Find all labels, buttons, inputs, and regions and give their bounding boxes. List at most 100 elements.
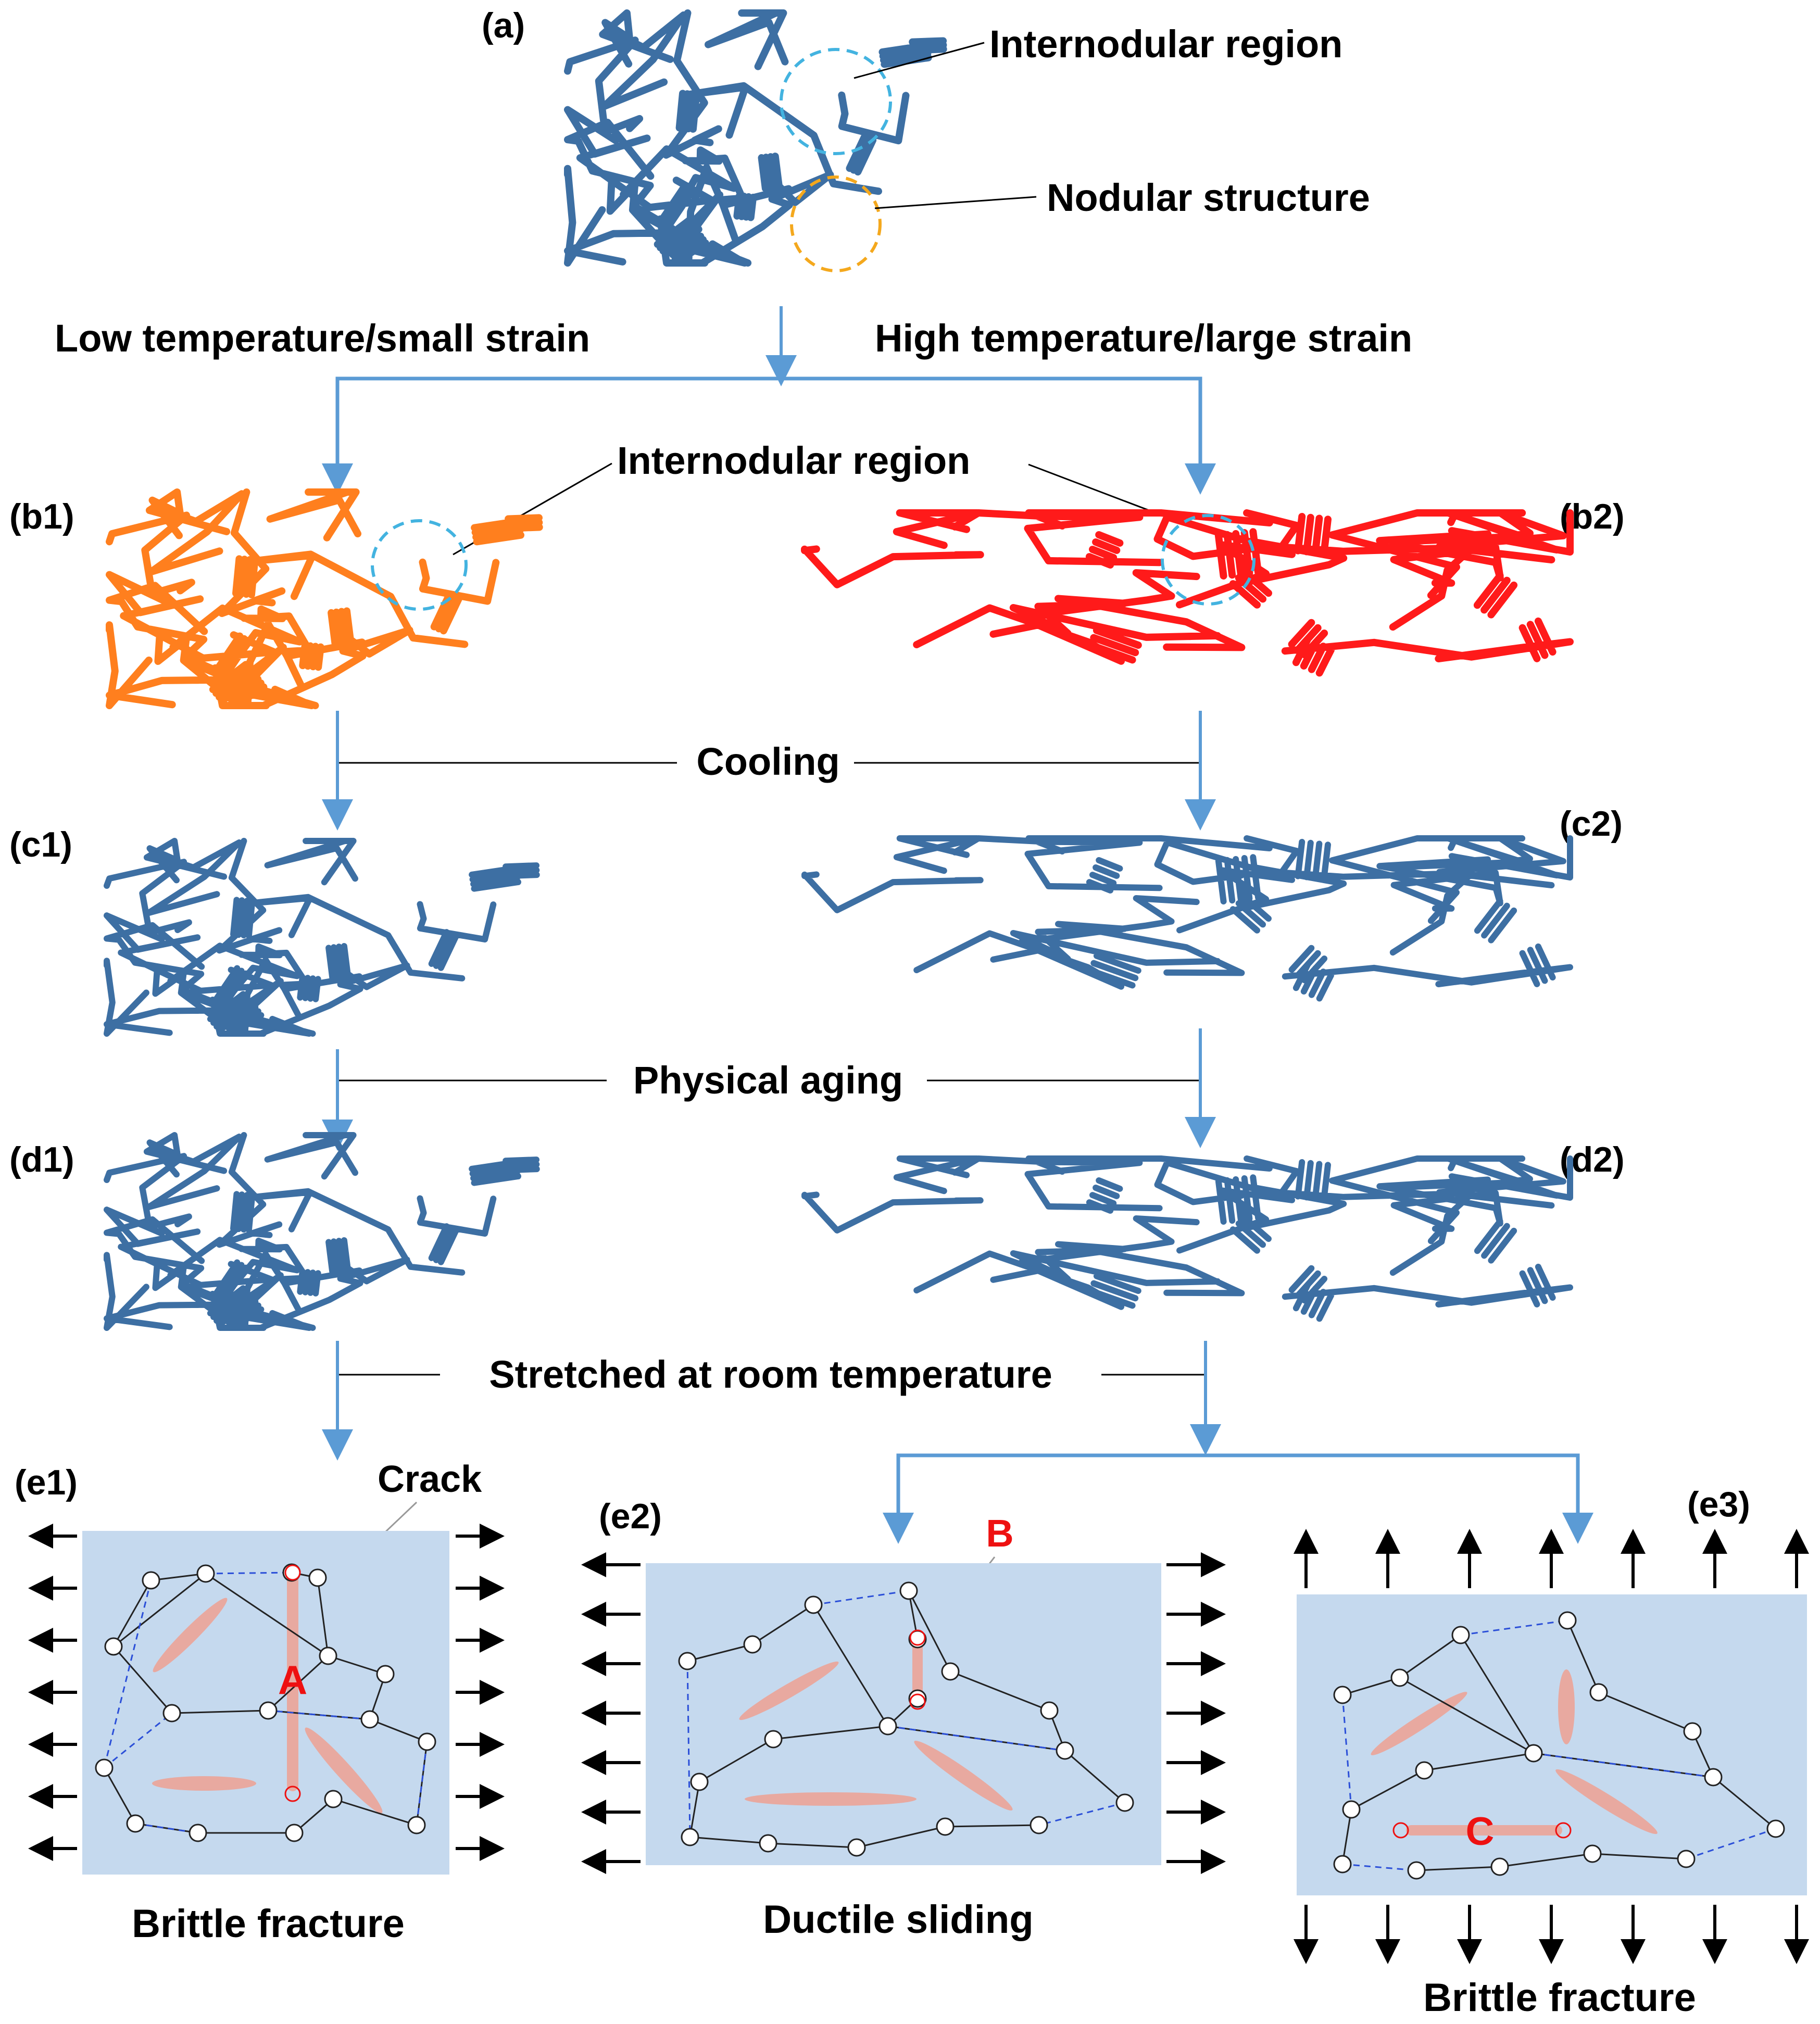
slip-end-top [909, 1629, 926, 1646]
panel-label-b1: (b1) [9, 497, 74, 536]
bead-node [407, 1816, 426, 1834]
bead-node [759, 1834, 777, 1853]
chain-link [812, 1604, 889, 1727]
bead-node [95, 1758, 114, 1777]
label-internodular-region-a: Internodular region [989, 22, 1342, 66]
bead-node [142, 1571, 160, 1590]
bead-node [1451, 1626, 1470, 1644]
highlights-e2 [739, 1635, 1013, 1811]
chain-link [267, 1655, 329, 1712]
polymer-chains [801, 509, 1574, 677]
flow-split-top [335, 376, 1202, 484]
chain-link [773, 1725, 888, 1740]
chain-link [945, 1824, 1039, 1828]
bead-node [1390, 1668, 1409, 1687]
sample-e3 [1297, 1594, 1807, 1895]
chain-network-b1 [106, 488, 543, 709]
bead-node [1040, 1701, 1059, 1720]
chain-link [1566, 1620, 1600, 1693]
chain-link [150, 1573, 206, 1581]
bead-node [878, 1717, 897, 1736]
bead-node [1589, 1683, 1608, 1702]
polymer-chains [106, 488, 543, 709]
weak-link [813, 1590, 909, 1606]
crack-end-left [1392, 1822, 1409, 1839]
flow-split-bottom [896, 1453, 1580, 1528]
weak-link [686, 1661, 691, 1838]
force-arrows-e1-left [28, 1524, 77, 1861]
bead-node [126, 1814, 145, 1833]
bead-node [1030, 1816, 1048, 1834]
label-high-temperature: High temperature/large strain [875, 317, 1412, 360]
chain-link [317, 1577, 329, 1656]
highlights-e3 [1371, 1669, 1658, 1836]
bead-node [1333, 1686, 1352, 1704]
bead-node [743, 1635, 762, 1654]
bead-node [1677, 1850, 1696, 1868]
bead-node [908, 1689, 927, 1708]
chain-link [689, 1836, 769, 1844]
label-crack: Crack [378, 1459, 482, 1500]
bead-node [104, 1637, 123, 1656]
bead-node [285, 1824, 304, 1842]
chain-link [1598, 1691, 1693, 1732]
panel-label-a: (a) [482, 6, 525, 45]
crack-end-bottom [284, 1786, 301, 1802]
bead-node [847, 1838, 866, 1857]
chain-link [1399, 1634, 1461, 1679]
chain-link [1416, 1866, 1500, 1871]
polymer-chains [801, 835, 1573, 1002]
bead-node [1056, 1741, 1074, 1760]
chain-link [1399, 1677, 1534, 1754]
chain-link [1064, 1750, 1125, 1804]
caption-e3: Brittle fracture [1423, 1976, 1696, 2020]
weak-link [1038, 1802, 1125, 1826]
chain-link [205, 1573, 329, 1657]
bead-node [1683, 1722, 1702, 1741]
bead-node [681, 1828, 699, 1846]
leader-internodular-a [853, 42, 985, 79]
chain-link [171, 1709, 269, 1714]
panel-label-e3: (e3) [1687, 1485, 1750, 1524]
chain-link [1342, 1677, 1400, 1696]
caption-e1: Brittle fracture [132, 1902, 405, 1946]
chain-link [333, 1798, 417, 1826]
chain-link [112, 1580, 152, 1647]
bead-node [1583, 1844, 1602, 1863]
bead-node [1490, 1857, 1509, 1876]
polymer-chains [801, 1155, 1573, 1322]
sample-e2 [646, 1563, 1161, 1865]
caption-e2: Ductile sliding [763, 1897, 1033, 1942]
leader-nodular-a [874, 196, 1037, 209]
polymer-chains [104, 1132, 540, 1331]
chain-network-c2 [801, 835, 1573, 1002]
internodular-circle-a [780, 48, 892, 155]
crack-end-top [284, 1564, 301, 1581]
panel-label-e2: (e2) [599, 1497, 662, 1536]
bead-node [941, 1662, 960, 1681]
bead-node [1407, 1861, 1426, 1880]
bead-node [1704, 1768, 1723, 1787]
bead-node [259, 1701, 278, 1720]
slip-end-bottom [909, 1693, 926, 1710]
force-arrows-e2-right [1166, 1552, 1226, 1874]
chain-link [369, 1718, 428, 1743]
bead-node [360, 1710, 379, 1729]
chain-link [1499, 1853, 1593, 1868]
weak-link [1341, 1694, 1352, 1810]
label-nodular-structure: Nodular structure [1047, 176, 1370, 219]
chain-link [103, 1767, 136, 1824]
weak-link [1533, 1752, 1714, 1778]
label-cooling: Cooling [696, 740, 839, 783]
chain-network-d1 [104, 1132, 540, 1331]
chain-link [1424, 1752, 1534, 1771]
chain-link [135, 1822, 198, 1834]
network-e2 [678, 1581, 1134, 1857]
polymer-chains [564, 9, 947, 267]
weak-link [104, 1712, 172, 1769]
force-arrows-e1-right [456, 1524, 505, 1861]
weak-link [205, 1572, 292, 1575]
bead-node [418, 1732, 436, 1751]
force-arrows-e3-bottom [1294, 1905, 1809, 1964]
chain-link [699, 1738, 774, 1783]
